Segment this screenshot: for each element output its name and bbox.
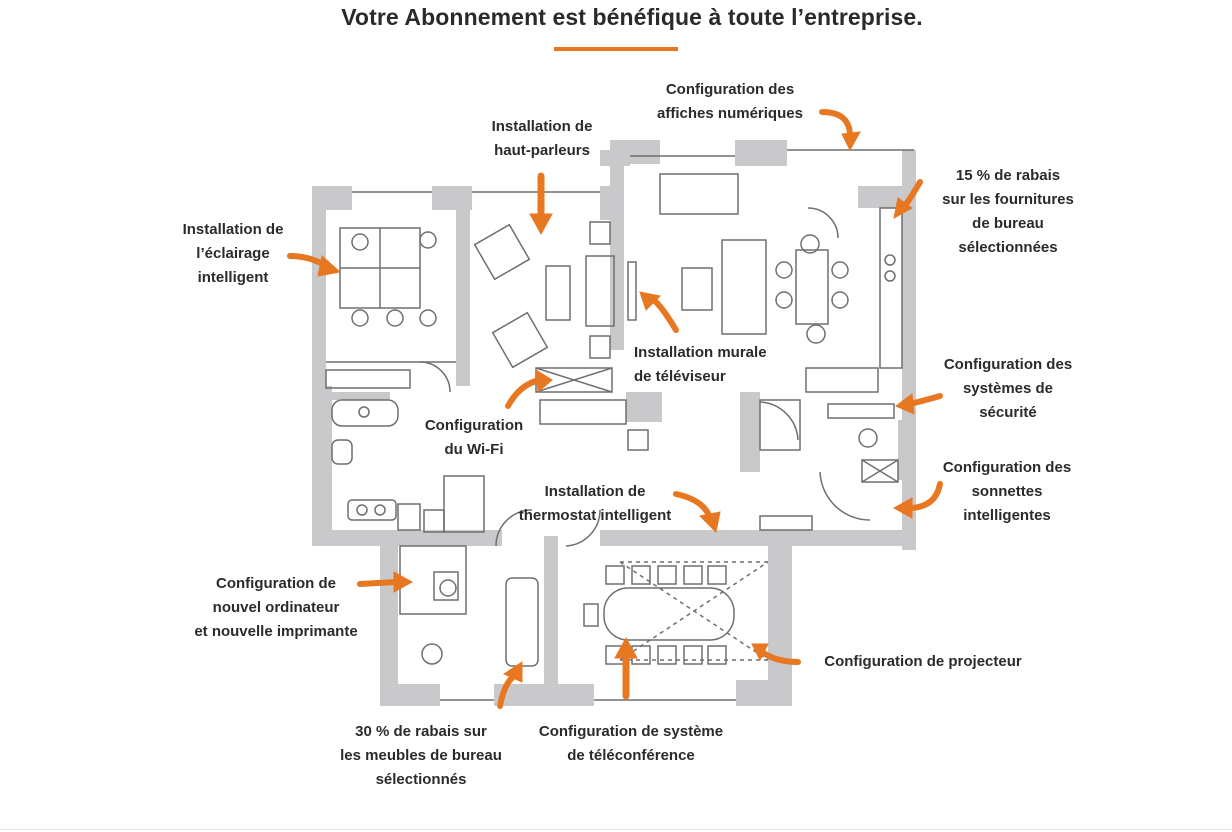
label-smart-doorbells: Configuration des sonnettes intelligente… (942, 459, 1072, 524)
page-title: Votre Abonnement est bénéfique à toute l… (341, 4, 923, 30)
label-smart-thermostat: Installation de thermostat intelligent (518, 483, 672, 524)
title-underline (554, 47, 678, 51)
furniture (325, 149, 914, 701)
label-projector: Configuration de projecteur (824, 653, 1022, 670)
walls (312, 140, 916, 706)
label-tv-mount: Installation murale de téléviseur (634, 344, 767, 385)
label-security-systems: Configuration des systèmes de sécurité (943, 356, 1073, 421)
orange-arrows (287, 109, 943, 709)
label-digital-signage: Configuration des affiches numériques (657, 81, 803, 122)
label-furniture-discount: 30 % de rabais sur les meubles de bureau… (340, 723, 502, 788)
label-wifi: Configuration du Wi-Fi (424, 417, 524, 458)
bottom-divider (0, 829, 1232, 830)
label-computer-printer: Configuration de nouvel ordinateur et no… (194, 575, 358, 640)
label-teleconference: Configuration de système de téléconféren… (538, 723, 724, 764)
label-speakers: Installation de haut-parleurs (491, 118, 593, 159)
label-office-supplies-discount: 15 % de rabais sur les fournitures de bu… (942, 167, 1074, 256)
label-smart-lighting: Installation de l’éclairage intelligent (182, 221, 284, 286)
